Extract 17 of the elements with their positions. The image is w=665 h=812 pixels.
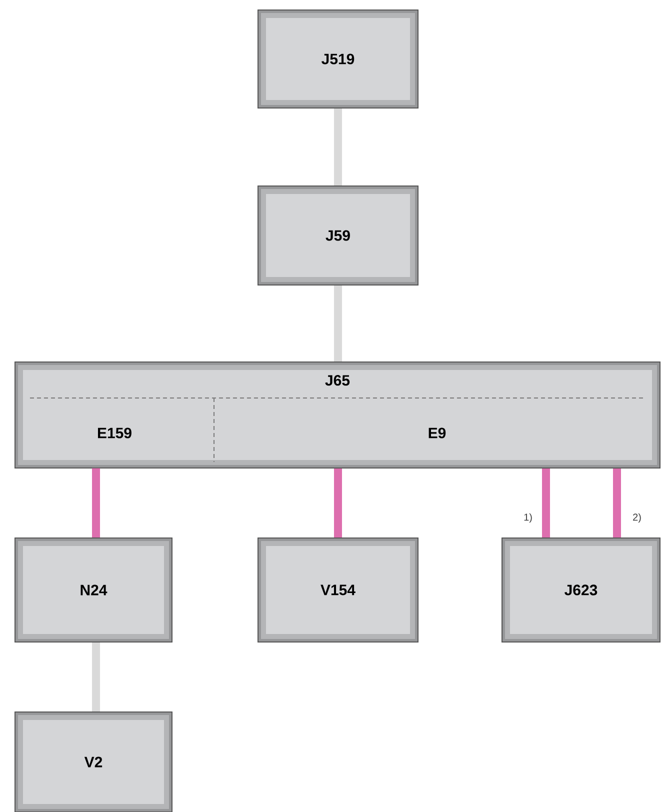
connector-line <box>334 286 342 362</box>
section-label: E159 <box>98 428 132 438</box>
box: J623 <box>502 538 660 642</box>
connector-line <box>542 468 550 538</box>
section-label: E9 <box>428 428 446 438</box>
edge-label: 1) <box>524 513 532 523</box>
connector-line <box>613 468 621 538</box>
connector-line <box>92 642 100 712</box>
box: N24 <box>14 538 172 642</box>
box: J519 <box>258 10 418 108</box>
box: V2 <box>14 712 172 812</box>
edge-label: 2) <box>633 513 641 523</box>
box: V154 <box>258 538 418 642</box>
box: J59 <box>258 186 418 286</box>
connector-line <box>92 468 100 538</box>
connector-line <box>334 108 342 186</box>
connector-line <box>334 468 342 538</box>
